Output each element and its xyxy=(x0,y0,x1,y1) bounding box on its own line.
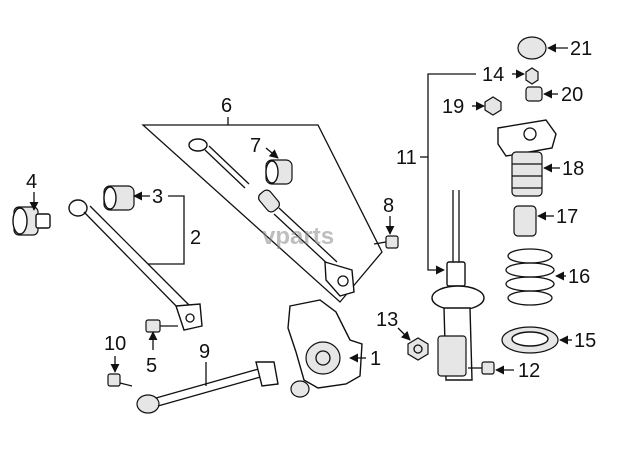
callout-15: 15 xyxy=(574,330,596,352)
callout-13: 13 xyxy=(376,309,398,331)
bumper-17[interactable] xyxy=(513,205,537,237)
bolt-12[interactable] xyxy=(468,361,495,375)
strut-11[interactable] xyxy=(431,190,485,381)
callout-8: 8 xyxy=(383,195,394,217)
callout-10: 10 xyxy=(104,333,126,355)
bolt-8[interactable] xyxy=(373,235,399,249)
callout-7: 7 xyxy=(250,135,261,157)
kit-group-outline xyxy=(141,124,383,303)
callout-5: 5 xyxy=(146,355,157,377)
lower-arm-2[interactable] xyxy=(68,199,203,331)
nut-13[interactable] xyxy=(407,337,429,361)
callout-19: 19 xyxy=(442,96,464,118)
bolt-5[interactable] xyxy=(145,319,178,333)
callout-20: 20 xyxy=(561,84,583,106)
callout-21: 21 xyxy=(570,38,592,60)
callout-17: 17 xyxy=(556,206,578,228)
callout-2: 2 xyxy=(190,227,201,249)
callout-18: 18 xyxy=(562,158,584,180)
callout-6: 6 xyxy=(221,95,232,117)
mount-4[interactable] xyxy=(12,206,51,236)
callout-1: 1 xyxy=(370,348,381,370)
coil-spring-16[interactable] xyxy=(505,248,555,306)
callout-12: 12 xyxy=(518,360,540,382)
knuckle-1[interactable] xyxy=(287,299,363,398)
callout-16: 16 xyxy=(568,266,590,288)
lateral-link-kit[interactable] xyxy=(188,138,355,297)
callout-9: 9 xyxy=(199,341,210,363)
spacer-20[interactable] xyxy=(525,86,543,102)
bushing-3[interactable] xyxy=(103,185,135,211)
callout-11: 11 xyxy=(396,147,417,169)
bolt-10[interactable] xyxy=(107,373,133,387)
cap-21[interactable] xyxy=(517,36,547,60)
callout-3: 3 xyxy=(152,186,163,208)
trailing-arm-9[interactable] xyxy=(136,361,279,414)
insulator-15[interactable] xyxy=(501,326,559,354)
callout-4: 4 xyxy=(26,171,37,193)
mount-18[interactable] xyxy=(497,119,557,197)
nut-19[interactable] xyxy=(484,96,502,116)
watermark: vparts xyxy=(262,223,334,250)
nut-14[interactable] xyxy=(525,67,539,85)
bushing-7[interactable] xyxy=(265,159,293,185)
callout-14: 14 xyxy=(482,64,504,86)
